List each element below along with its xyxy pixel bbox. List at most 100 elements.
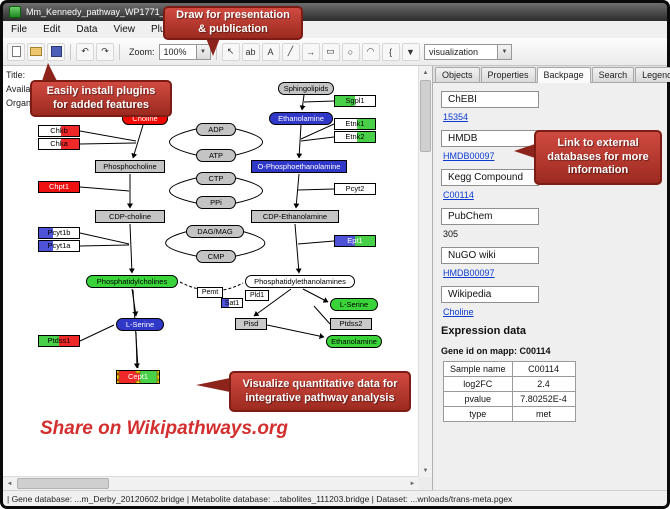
external-id-link[interactable]: Choline (443, 307, 474, 317)
node-sgpl1[interactable]: Sgpl1 (334, 95, 376, 107)
node-phosphatidylcholines[interactable]: Phosphatidylcholines (86, 275, 178, 288)
tab-search[interactable]: Search (591, 67, 635, 82)
node-chka[interactable]: Chka (38, 138, 80, 150)
scroll-left-icon[interactable]: ◄ (6, 480, 13, 487)
template-tool-button[interactable]: ▼ (401, 42, 420, 61)
new-file-icon[interactable] (7, 42, 25, 61)
visualization-combo[interactable]: visualization ▼ (424, 43, 512, 60)
rectangle-tool-button[interactable]: ▭ (321, 42, 340, 61)
node-ptdss1[interactable]: Ptdss1 (38, 335, 80, 347)
selection-handle[interactable] (117, 371, 120, 374)
node-ept1[interactable]: Ept1 (334, 235, 376, 247)
node-l-serine[interactable]: L-Serine (116, 318, 164, 331)
selection-handle[interactable] (156, 371, 159, 374)
oval-tool-button[interactable]: ○ (341, 42, 360, 61)
node-pld1[interactable]: Pld1 (245, 290, 269, 301)
table-cell: 2.4 (511, 376, 576, 392)
section-header: Wikipedia (441, 286, 539, 303)
node-pcyt1b[interactable]: Pcyt1b (38, 227, 80, 239)
node-phosphatidylethanolamines[interactable]: Phosphatidylethanolamines (245, 275, 355, 288)
arc-tool-button[interactable]: ◠ (361, 42, 380, 61)
node-pisd[interactable]: Pisd (235, 318, 267, 330)
node-ctp[interactable]: CTP (196, 172, 236, 185)
label-tool-button[interactable]: A (261, 42, 280, 61)
zoom-combo[interactable]: 100% ▼ (158, 43, 211, 60)
node-phosphocholine[interactable]: Phosphocholine (95, 160, 165, 173)
external-id-link[interactable]: HMDB00097 (443, 268, 495, 278)
node-chpt1[interactable]: Chpt1 (38, 181, 80, 193)
node-etnk1[interactable]: Etnk1 (334, 118, 376, 130)
scroll-up-icon[interactable]: ▲ (422, 69, 429, 76)
table-cell: log2FC (443, 376, 513, 392)
vertical-scroll-thumb[interactable] (420, 80, 431, 152)
canvas-horizontal-scrollbar[interactable]: ◄ ► (3, 476, 419, 490)
chevron-down-icon[interactable]: ▼ (497, 44, 511, 59)
pathway-canvas[interactable]: Title:Availability:Organism: Share on Wi… (3, 66, 432, 490)
visualization-value: visualization (429, 46, 479, 57)
select-tool-button[interactable]: ↖ (221, 42, 240, 61)
scroll-right-icon[interactable]: ► (409, 480, 416, 487)
node-sphingolipids[interactable]: Sphingolipids (278, 82, 334, 95)
tab-backpage[interactable]: Backpage (536, 67, 591, 83)
node-chkb[interactable]: Chkb (38, 125, 80, 137)
node-ethanolamine[interactable]: Ethanolamine (269, 112, 333, 125)
node-atp[interactable]: ATP (196, 149, 236, 162)
selection-handle[interactable] (156, 380, 159, 383)
menu-file[interactable]: File (11, 24, 28, 35)
node-ethanolamine[interactable]: Ethanolamine (326, 335, 382, 348)
node-ptdss2[interactable]: Ptdss2 (330, 318, 372, 330)
menu-view[interactable]: View (113, 24, 135, 35)
external-id-link[interactable]: 15354 (443, 112, 469, 122)
selection-handle[interactable] (135, 380, 141, 383)
scroll-down-icon[interactable]: ▼ (422, 467, 429, 474)
node-pcyt1a[interactable]: Pcyt1a (38, 240, 80, 252)
selection-handle[interactable] (156, 374, 159, 380)
node-adp[interactable]: ADP (196, 123, 236, 136)
canvas-vertical-scrollbar[interactable]: ▲ ▼ (418, 66, 432, 477)
selection-handle[interactable] (135, 371, 141, 374)
selection-handle[interactable] (117, 380, 120, 383)
external-id-value: 305 (443, 229, 459, 239)
node-cdp-choline[interactable]: CDP-choline (95, 210, 165, 223)
node-cdp-ethanolamine[interactable]: CDP-Ethanolamine (251, 210, 339, 223)
tab-legend[interactable]: Legend (635, 67, 670, 82)
node-o-phosphoethanolamine[interactable]: O-Phosphoethanolamine (251, 160, 347, 173)
arrow-tool-button[interactable]: → (301, 42, 320, 61)
tab-objects[interactable]: Objects (435, 67, 480, 82)
node-cept1[interactable]: Cept1 (116, 370, 160, 384)
node-cmp[interactable]: CMP (196, 250, 236, 263)
save-icon[interactable] (47, 42, 65, 61)
undo-icon[interactable]: ↶ (76, 42, 94, 61)
node-ppi[interactable]: PPi (196, 196, 236, 209)
open-file-icon[interactable] (27, 42, 45, 61)
horizontal-scroll-thumb[interactable] (17, 478, 109, 489)
tab-properties[interactable]: Properties (480, 67, 536, 82)
node-sat1[interactable]: Sat1 (221, 298, 243, 308)
node-l-serine[interactable]: L-Serine (330, 298, 378, 311)
menu-data[interactable]: Data (76, 24, 98, 35)
callout-pointer-up-icon (42, 63, 57, 81)
node-pemt[interactable]: Pemt (197, 287, 223, 298)
title-bar[interactable]: Mm_Kennedy_pathway_WP1771_45176.gpml (3, 3, 667, 21)
line-tool-button[interactable]: ╱ (281, 42, 300, 61)
brace-tool-button[interactable]: { (381, 42, 400, 61)
external-id-link[interactable]: C00114 (443, 190, 474, 200)
node-dag-mag[interactable]: DAG/MAG (186, 225, 244, 238)
expression-data-title: Expression data (441, 325, 526, 337)
menu-edit[interactable]: Edit (43, 24, 61, 35)
redo-icon[interactable]: ↷ (96, 42, 114, 61)
external-id-link[interactable]: HMDB00097 (443, 151, 495, 161)
datanode-tool-button[interactable]: ab (241, 42, 260, 61)
table-cell: type (443, 406, 513, 422)
node-pcyt2[interactable]: Pcyt2 (334, 183, 376, 195)
selection-handle[interactable] (117, 374, 120, 380)
node-etnk2[interactable]: Etnk2 (334, 131, 376, 143)
pathway-edges (79, 94, 335, 369)
